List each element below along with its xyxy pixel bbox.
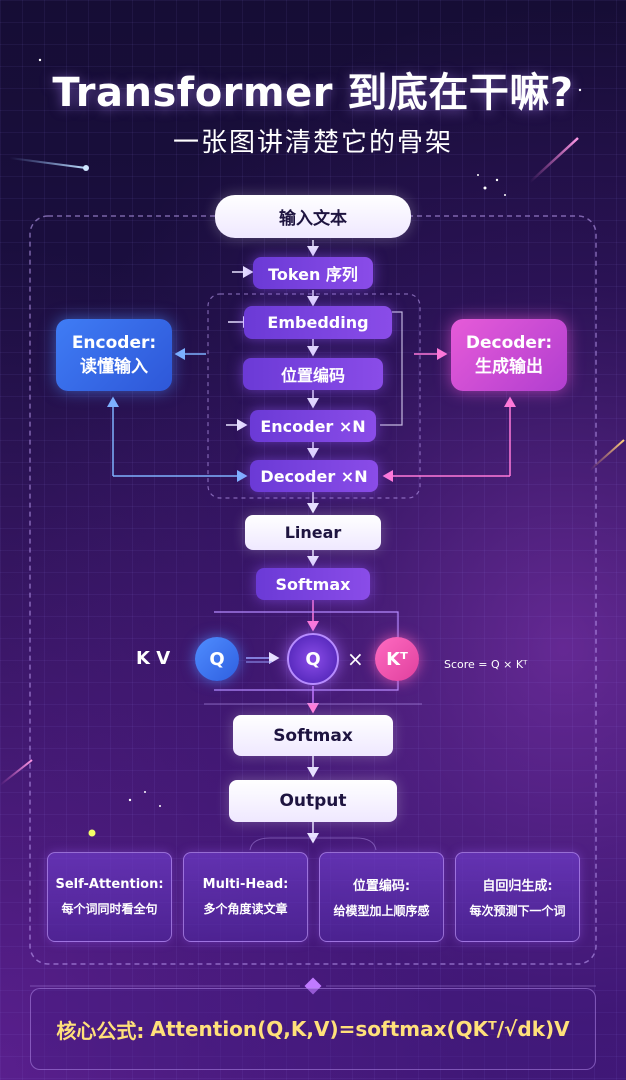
- score-formula: Score = Q × Kᵀ: [444, 658, 528, 671]
- star-dot: [144, 791, 146, 793]
- shooting-star-right: [589, 439, 625, 471]
- softmax-bottom-box: Softmax: [233, 715, 393, 756]
- page-title: Transformer 到底在干嘛?: [52, 70, 574, 116]
- token-sequence-box: Token 序列: [253, 257, 373, 289]
- query-left-circle: Q: [195, 637, 239, 681]
- formula-label: 核心公式:: [56, 1018, 145, 1043]
- query-center-circle: Q: [287, 633, 339, 685]
- star-dot: [504, 194, 506, 196]
- decoder-side-box: Decoder: 生成输出: [451, 319, 567, 391]
- diamond-ornament: [304, 977, 322, 995]
- star-dot: [128, 798, 132, 802]
- embedding-box: Embedding: [244, 306, 392, 339]
- encoder-side-desc: 读懂输入: [80, 357, 148, 377]
- star-dot: [159, 805, 161, 807]
- shooting-star-left: [0, 759, 33, 786]
- formula-expression: Attention(Q,K,V)=softmax(QKᵀ/√dk)V: [150, 1017, 570, 1041]
- decoder-side-label: Decoder:: [465, 333, 553, 353]
- linear-box: Linear: [245, 515, 381, 550]
- input-text-box: 输入文本: [215, 195, 411, 238]
- decoder-stack-box: Decoder ×N: [250, 460, 378, 492]
- shooting-star-top-left: [9, 157, 87, 169]
- multiply-sign: ×: [347, 647, 364, 671]
- star-dot: [477, 174, 479, 176]
- star-dot: [88, 829, 96, 837]
- card-title: Multi-Head:: [202, 877, 289, 892]
- encoder-side-label: Encoder:: [71, 333, 157, 353]
- card-title: 位置编码:: [352, 879, 411, 894]
- card-desc: 每次预测下一个词: [469, 904, 566, 918]
- card-title: 自回归生成:: [482, 879, 553, 894]
- inner-dashed-container: [207, 293, 421, 499]
- output-box: Output: [229, 780, 397, 822]
- positional-encoding-box: 位置编码: [243, 358, 383, 390]
- core-formula-panel: 核心公式: Attention(Q,K,V)=softmax(QKᵀ/√dk)V: [30, 988, 596, 1070]
- decoder-side-desc: 生成输出: [475, 357, 543, 377]
- key-transpose-circle: Kᵀ: [375, 637, 419, 681]
- kv-label: K V: [136, 648, 171, 669]
- shooting-star-top-right: [529, 137, 579, 183]
- star-dot: [83, 165, 89, 171]
- card-autoregressive: 自回归生成: 每次预测下一个词: [455, 852, 580, 942]
- card-multi-head: Multi-Head: 多个角度读文章: [183, 852, 308, 942]
- card-self-attention: Self-Attention: 每个词同时看全句: [47, 852, 172, 942]
- card-desc: 多个角度读文章: [203, 902, 288, 916]
- encoder-stack-box: Encoder ×N: [250, 410, 376, 442]
- star-dot: [38, 58, 42, 62]
- star-dot: [578, 88, 582, 92]
- encoder-side-box: Encoder: 读懂输入: [56, 319, 172, 391]
- star-dot: [483, 186, 487, 190]
- card-positional-encoding: 位置编码: 给模型加上顺序感: [319, 852, 444, 942]
- card-title: Self-Attention:: [55, 877, 164, 892]
- page-subtitle: 一张图讲清楚它的骨架: [172, 128, 453, 158]
- softmax-top-box: Softmax: [256, 568, 370, 600]
- card-desc: 给模型加上顺序感: [333, 904, 430, 918]
- star-dot: [495, 178, 499, 182]
- card-desc: 每个词同时看全句: [61, 902, 158, 916]
